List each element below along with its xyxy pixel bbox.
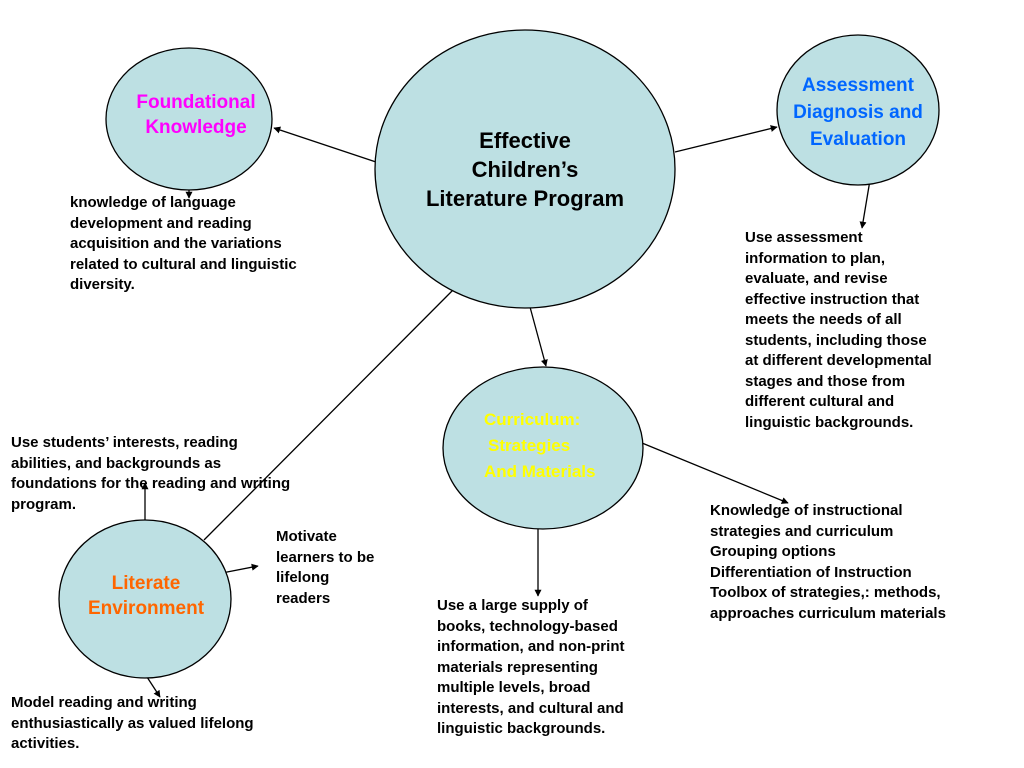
arrow-assessment-to-text bbox=[859, 179, 871, 229]
arrow-literate-to-model bbox=[146, 676, 161, 698]
node-curriculum bbox=[442, 366, 644, 530]
arrow-curriculum-to-strategies bbox=[641, 442, 789, 504]
literate-motivate-description: Motivate learners to be lifelong readers bbox=[276, 528, 375, 607]
arrow-center-to-foundational bbox=[273, 126, 377, 163]
literate-label-line-1: Literate bbox=[111, 573, 181, 594]
center-label-line-2: Children’s bbox=[471, 157, 579, 183]
node-literate bbox=[58, 519, 232, 679]
foundational-label-line-2: Knowledge bbox=[145, 117, 247, 139]
foundational-description: knowledge of language development and re… bbox=[70, 194, 297, 293]
curriculum-label-line-2: Strategies bbox=[488, 436, 571, 455]
foundational-node-label: Foundational Knowledge bbox=[110, 90, 282, 140]
arrow-center-to-curriculum bbox=[529, 306, 548, 367]
curriculum-label-line-1: Curriculum: bbox=[484, 410, 581, 429]
assessment-label-line-3: Evaluation bbox=[809, 129, 907, 150]
center-node-label: Effective Children’s Literature Program bbox=[390, 126, 660, 213]
node-center bbox=[374, 29, 676, 309]
literate-model-description: Model reading and writing enthusiastical… bbox=[11, 694, 254, 752]
literate-label-line-2: Environment bbox=[87, 598, 205, 620]
node-assessment bbox=[776, 34, 940, 186]
literate-node-label: Literate Environment bbox=[62, 571, 230, 621]
assessment-node-label: Assessment Diagnosis and Evaluation bbox=[772, 72, 944, 153]
arrow-center-to-assessment bbox=[674, 125, 778, 153]
node-foundational bbox=[105, 47, 273, 191]
curriculum-materials-description: Use a large supply of books, technology-… bbox=[437, 597, 625, 737]
literate-interests-description: Use students’ interests, reading abiliti… bbox=[11, 434, 291, 513]
curriculum-node-label: Curriculum: Strategies And Materials bbox=[474, 407, 644, 485]
arrow-literate-to-motivate bbox=[221, 563, 259, 574]
center-label-line-3: Literature Program bbox=[425, 186, 625, 212]
center-label-line-1: Effective bbox=[479, 128, 571, 153]
assessment-label-line-2: Diagnosis and bbox=[793, 102, 923, 123]
curriculum-label-line-3: And Materials bbox=[484, 462, 596, 481]
assessment-description: Use assessment information to plan, eval… bbox=[745, 229, 932, 431]
line-center-to-literate bbox=[203, 289, 454, 541]
curriculum-strategies-description: Knowledge of instructional strategies an… bbox=[710, 502, 946, 622]
assessment-label-line-1: Assessment bbox=[802, 75, 914, 96]
foundational-label-line-1: Foundational bbox=[136, 92, 256, 113]
